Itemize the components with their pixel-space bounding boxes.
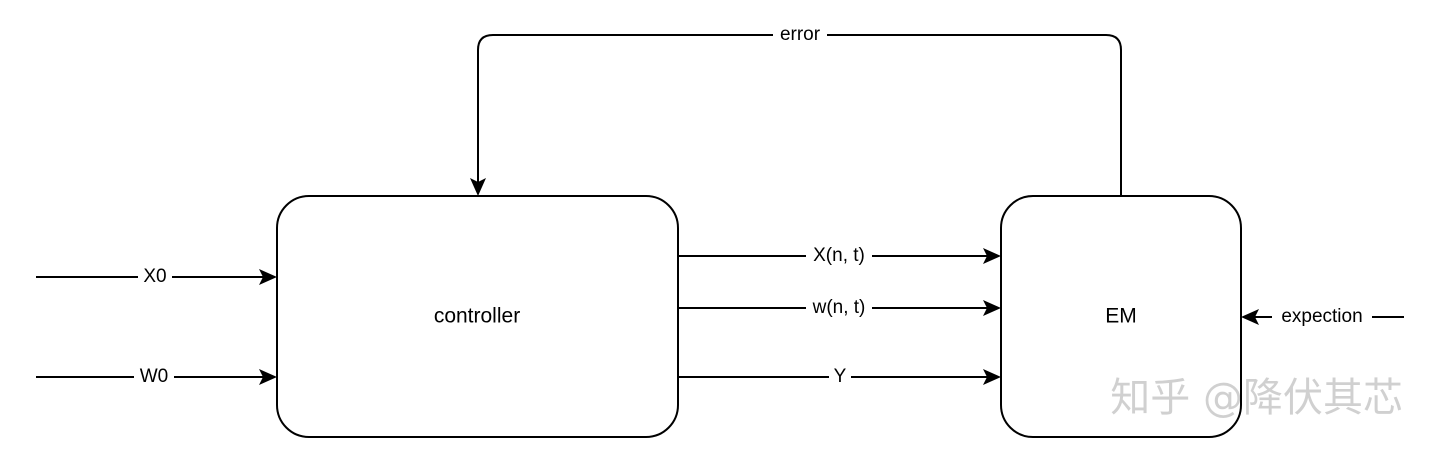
edge-label-wnt: w(n, t) bbox=[812, 297, 866, 318]
edge-x0: X0 bbox=[36, 266, 277, 288]
edge-label-y: Y bbox=[834, 366, 847, 387]
edge-y: Y bbox=[678, 366, 1001, 388]
controller-label: controller bbox=[434, 305, 520, 328]
arrow-head bbox=[1241, 309, 1259, 325]
edge-label-xnt: X(n, t) bbox=[813, 245, 865, 266]
watermark: 知乎 @降伏其芯 bbox=[1110, 375, 1403, 421]
arrow-head bbox=[983, 300, 1001, 316]
em-label: EM bbox=[1105, 305, 1137, 328]
edge-label-w0: W0 bbox=[140, 366, 169, 387]
controller-box bbox=[276, 195, 679, 438]
edge-w0: W0 bbox=[36, 366, 277, 388]
edge-label-expection: expection bbox=[1281, 306, 1362, 327]
edge-error: error bbox=[470, 24, 1122, 196]
arrow-head bbox=[470, 178, 486, 196]
arrow-head bbox=[259, 269, 277, 285]
arrow-head bbox=[259, 369, 277, 385]
arrow-head bbox=[983, 369, 1001, 385]
edge-xnt: X(n, t) bbox=[678, 245, 1001, 267]
edge-wnt: w(n, t) bbox=[678, 297, 1001, 319]
arrow-head bbox=[983, 248, 1001, 264]
edge-label-error: error bbox=[780, 24, 821, 45]
edge-expection: expection bbox=[1241, 306, 1404, 328]
edge-label-x0: X0 bbox=[143, 266, 166, 287]
